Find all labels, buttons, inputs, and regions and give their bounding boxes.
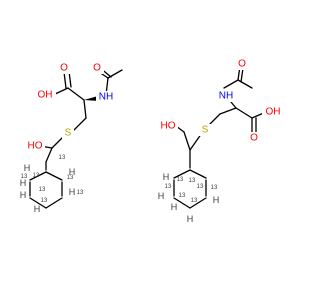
- sulfur-label: S: [202, 125, 209, 136]
- hydroxyl-label: HO: [161, 121, 176, 132]
- hydroxyl-label: OH: [266, 107, 281, 118]
- amide-nh-label: NH: [219, 91, 233, 102]
- isotope-13-label: 13: [165, 184, 172, 190]
- sulfur-label: S: [65, 128, 72, 139]
- bond: [237, 79, 253, 89]
- bond: [189, 169, 207, 179]
- bond: [219, 107, 237, 115]
- isotope-13-label: 13: [177, 177, 184, 183]
- hydrogen-label: H: [213, 195, 220, 205]
- isotope-13-label: 13: [179, 193, 186, 199]
- oxygen-label: O: [60, 63, 68, 74]
- left-molecule: O OH O NH S HO 13 13 13 13 13 13 13 H H: [20, 62, 123, 214]
- isotope-13-label: 13: [67, 175, 74, 181]
- c13-phenyl-ring: 13 13 13 13 13 13 13 H H H H H: [158, 169, 220, 224]
- structure-diagram: O OH O NH S HO 13 13 13 13 13 13 13 H H: [19, 58, 284, 224]
- hydrogen-label: H: [158, 191, 165, 201]
- isotope-13-label: 13: [39, 187, 46, 193]
- oxygen-label: O: [93, 63, 101, 74]
- hydrogen-label: H: [69, 167, 76, 177]
- bond: [107, 69, 123, 79]
- isotope-13-label: 13: [191, 198, 198, 204]
- bond: [240, 67, 244, 83]
- bond: [173, 197, 191, 209]
- bond: [235, 107, 253, 119]
- hydrogen-label: H: [69, 187, 76, 197]
- bond: [73, 117, 87, 131]
- isotope-13-label: 13: [59, 155, 66, 161]
- isotope-13-label: 13: [41, 198, 48, 204]
- isotope-13-label: 13: [211, 185, 218, 191]
- bond: [63, 71, 67, 89]
- bond: [183, 131, 191, 151]
- hydrogen-label: H: [187, 214, 194, 224]
- bond: [67, 87, 85, 101]
- c13-phenyl-ring: 13 13 13 13 13 13 13 H H H H H H: [20, 155, 84, 214]
- wedge-bond: [84, 96, 99, 101]
- bond: [45, 147, 53, 163]
- hydroxyl-label: OH: [38, 90, 53, 101]
- bond: [173, 169, 191, 179]
- bond: [29, 171, 47, 181]
- bond: [209, 113, 221, 125]
- isotope-13-label: 13: [21, 174, 28, 180]
- bond: [189, 197, 207, 209]
- bond: [83, 99, 87, 119]
- bond: [45, 197, 63, 209]
- isotope-13-label: 13: [77, 190, 84, 196]
- hydrogen-label: H: [24, 163, 31, 173]
- oxygen-label: O: [250, 133, 258, 144]
- amide-nh-label: NH: [99, 92, 113, 103]
- hydrogen-label: H: [163, 172, 170, 182]
- isotope-13-label: 13: [197, 184, 204, 190]
- isotope-13-label: 13: [33, 173, 40, 179]
- bond: [223, 79, 239, 89]
- right-molecule: NH O O OH S HO 13 13 13 13 13 13 13 H H: [158, 58, 284, 224]
- isotope-13-label: 13: [189, 178, 196, 184]
- hydroxyl-label: HO: [28, 141, 43, 152]
- bond: [45, 171, 63, 181]
- bond: [29, 197, 47, 209]
- hydrogen-label: H: [34, 204, 41, 214]
- hydrogen-label: H: [171, 202, 178, 212]
- hydrogen-label: H: [20, 190, 27, 200]
- oxygen-label: O: [238, 59, 246, 70]
- hydrogen-label: H: [20, 178, 27, 188]
